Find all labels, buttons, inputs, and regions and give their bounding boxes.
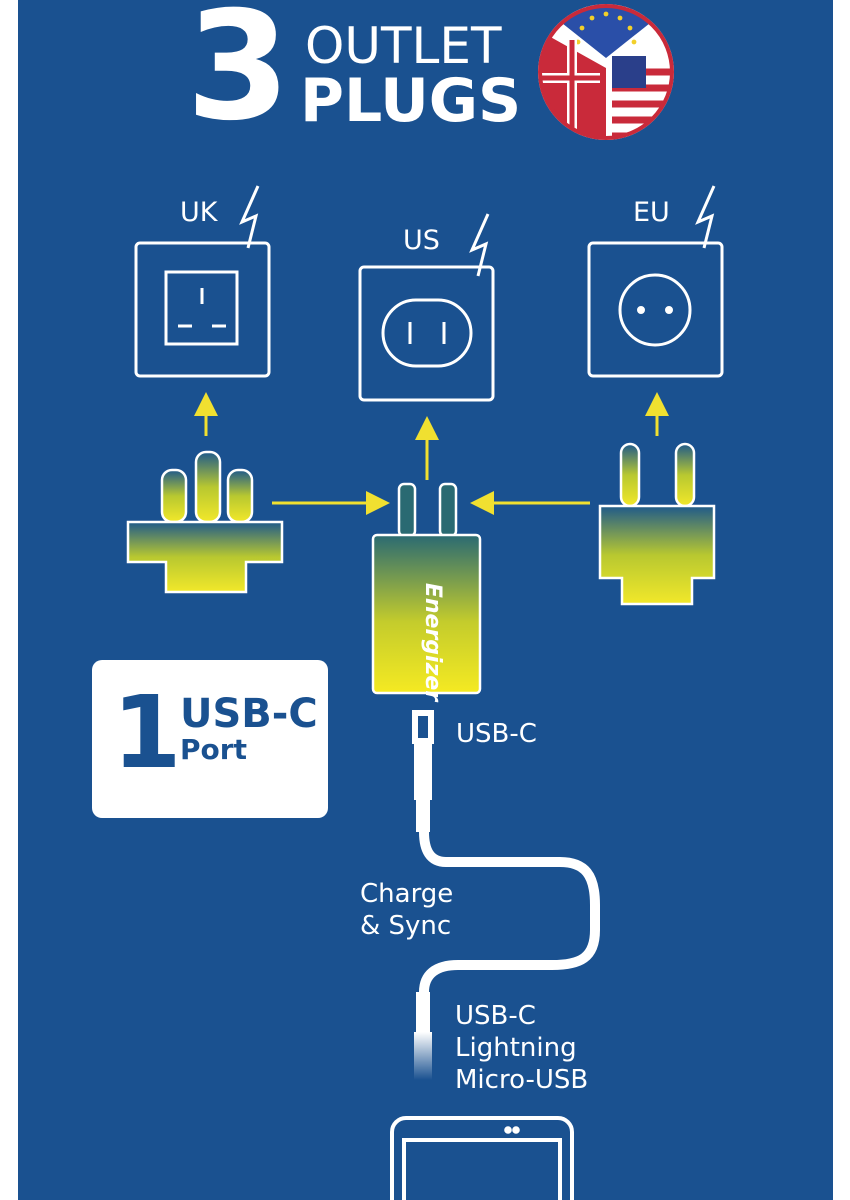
port-card: 1 USB-C Port xyxy=(92,660,328,818)
port-word: Port xyxy=(180,733,247,766)
us-socket-icon xyxy=(358,265,495,402)
usage-label-line-1: Charge xyxy=(360,879,454,909)
outlet-count: 3 xyxy=(186,0,290,154)
tip-label-micro-usb: Micro-USB xyxy=(455,1065,589,1095)
uk-socket-icon xyxy=(134,241,271,378)
flag-icon xyxy=(538,4,674,140)
tip-label-usb-c: USB-C xyxy=(455,1001,536,1031)
charger-icon xyxy=(371,482,482,695)
eu-plug-adapter xyxy=(598,442,716,606)
bolt-icon xyxy=(695,185,716,249)
port-count: 1 xyxy=(112,674,182,791)
brand-logo: Energizer xyxy=(420,583,445,702)
uk-plug-adapter xyxy=(126,450,284,594)
tip-label-lightning: Lightning xyxy=(455,1033,577,1063)
usage-label-line-2: & Sync xyxy=(360,911,452,941)
eu-socket-icon xyxy=(587,241,724,378)
port-type: USB-C xyxy=(180,691,318,737)
bolt-icon xyxy=(239,185,260,249)
uk-label: UK xyxy=(180,197,218,228)
eu-label: EU xyxy=(633,197,670,228)
cable xyxy=(412,710,600,1080)
header-line-1: OUTLET xyxy=(305,17,502,75)
header-line-2: PLUGS xyxy=(300,66,522,136)
us-label: US xyxy=(403,225,440,256)
bolt-icon xyxy=(469,213,490,277)
tablet-icon xyxy=(390,1116,574,1200)
usb-c-connector-label: USB-C xyxy=(456,719,537,749)
